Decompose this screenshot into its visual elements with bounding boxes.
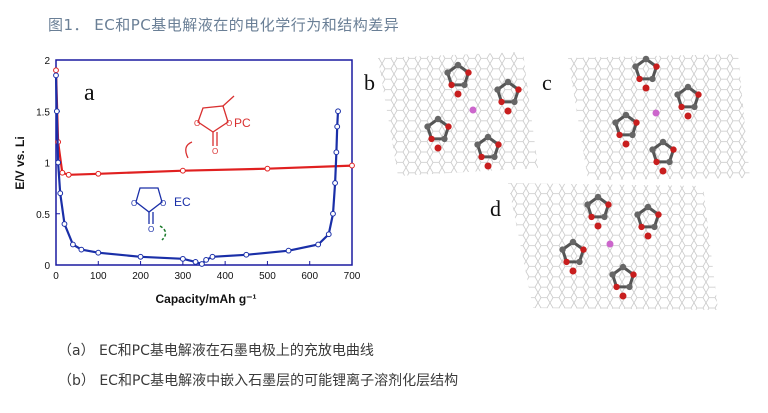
panel-label-a: a bbox=[84, 80, 95, 106]
series-ec-point bbox=[243, 251, 250, 258]
series-ec-point bbox=[325, 231, 332, 238]
series-ec-point bbox=[95, 249, 102, 256]
solvent-molecule-icon bbox=[584, 193, 612, 230]
graphene-sheet-c bbox=[568, 54, 750, 180]
series-ec-point bbox=[70, 241, 76, 248]
graphene-sheet-b bbox=[378, 52, 538, 176]
y-tick-label: 1.5 bbox=[36, 107, 50, 118]
solvent-molecule-icon bbox=[444, 61, 472, 98]
y-tick-label: 0 bbox=[44, 261, 50, 272]
series-ec-point bbox=[78, 246, 85, 253]
series-pc-point bbox=[349, 162, 355, 169]
svg-text:O: O bbox=[148, 225, 154, 234]
series-pc-point bbox=[264, 165, 271, 172]
x-tick-label: 500 bbox=[259, 271, 276, 282]
series-pc-point bbox=[95, 170, 102, 177]
series-ec-point bbox=[335, 108, 341, 115]
lithium-ion-icon bbox=[469, 106, 477, 114]
pc-molecule-icon: O O O bbox=[185, 95, 235, 159]
solvation-structures: b c d bbox=[364, 52, 750, 310]
x-tick-label: 200 bbox=[132, 271, 149, 282]
x-tick-label: 600 bbox=[301, 271, 318, 282]
series-pc-point bbox=[179, 167, 186, 174]
plot-frame bbox=[55, 59, 353, 266]
solvent-molecule-icon bbox=[559, 238, 587, 275]
series-ec-point bbox=[334, 123, 341, 130]
series-ec-point bbox=[330, 210, 336, 217]
panel-label-c: c bbox=[542, 70, 552, 95]
solvent-molecule-icon bbox=[609, 263, 637, 300]
series-ec-point bbox=[53, 72, 59, 79]
solvent-molecule-icon bbox=[424, 115, 452, 152]
solvent-molecule-icon bbox=[612, 111, 640, 148]
caption-b: （b） EC和PC基电解液中嵌入石墨层的可能锂离子溶剂化层结构 bbox=[58, 373, 459, 389]
series-ec-point bbox=[137, 253, 144, 260]
graphene-sheet-d bbox=[508, 183, 718, 310]
series-ec-point bbox=[192, 259, 199, 265]
series-ec-point bbox=[55, 159, 62, 166]
solvent-molecule-icon bbox=[494, 78, 522, 115]
charge-discharge-chart: 0 100 200 300 400 500 600 700 0 0.5 1 1.5 2 a O O O … bbox=[13, 56, 361, 306]
series-ec-point bbox=[203, 256, 210, 263]
series-ec-point bbox=[179, 255, 186, 262]
pc-label: PC bbox=[234, 116, 251, 130]
svg-text:O: O bbox=[131, 199, 137, 208]
x-tick-label: 300 bbox=[175, 271, 192, 282]
series-pc-point bbox=[53, 67, 59, 74]
ec-arrow-icon bbox=[159, 225, 167, 241]
series-ec-point bbox=[315, 241, 322, 248]
y-axis-label: E/V vs. Li bbox=[13, 136, 27, 189]
svg-text:O: O bbox=[226, 119, 232, 128]
ec-molecule-icon: O O O bbox=[131, 187, 166, 234]
y-tick-label: 0.5 bbox=[36, 210, 50, 221]
x-tick-label: 400 bbox=[217, 271, 234, 282]
series-pc-point bbox=[65, 171, 72, 178]
series-ec-point bbox=[198, 261, 205, 267]
solvent-molecule-icon bbox=[474, 133, 502, 170]
solvent-molecule-icon bbox=[634, 203, 662, 240]
x-tick-label: 100 bbox=[90, 271, 107, 282]
series-ec-point bbox=[57, 190, 64, 197]
y-tick-label: 2 bbox=[44, 56, 50, 67]
solvent-molecule-icon bbox=[649, 138, 677, 175]
svg-text:O: O bbox=[160, 199, 166, 208]
lithium-ion-icon bbox=[652, 109, 660, 117]
x-axis-label: Capacity/mAh g⁻¹ bbox=[155, 292, 256, 306]
series-pc-point bbox=[59, 169, 66, 176]
solvent-molecule-icon bbox=[632, 55, 660, 92]
lithium-ion-icon bbox=[606, 240, 614, 248]
series-ec-point bbox=[61, 221, 68, 227]
y-tick-label: 1 bbox=[44, 159, 50, 170]
panel-label-d: d bbox=[490, 196, 501, 221]
series-ec-point bbox=[332, 180, 338, 186]
series-ec-point bbox=[285, 247, 292, 254]
solvent-molecule-icon bbox=[674, 83, 702, 120]
series-ec-point bbox=[209, 253, 216, 260]
x-tick-label: 0 bbox=[53, 271, 59, 282]
x-tick-label: 700 bbox=[344, 271, 361, 282]
figure-title: 图1． EC和PC基电解液在的电化学行为和结构差异 bbox=[48, 16, 400, 34]
series-ec-point bbox=[53, 108, 60, 115]
series-ec-point bbox=[333, 149, 340, 156]
panel-label-b: b bbox=[364, 70, 375, 95]
ec-label: EC bbox=[174, 195, 191, 209]
svg-text:O: O bbox=[212, 147, 218, 156]
svg-text:O: O bbox=[194, 119, 200, 128]
caption-a: （a） EC和PC基电解液在石墨电极上的充放电曲线 bbox=[58, 343, 374, 359]
